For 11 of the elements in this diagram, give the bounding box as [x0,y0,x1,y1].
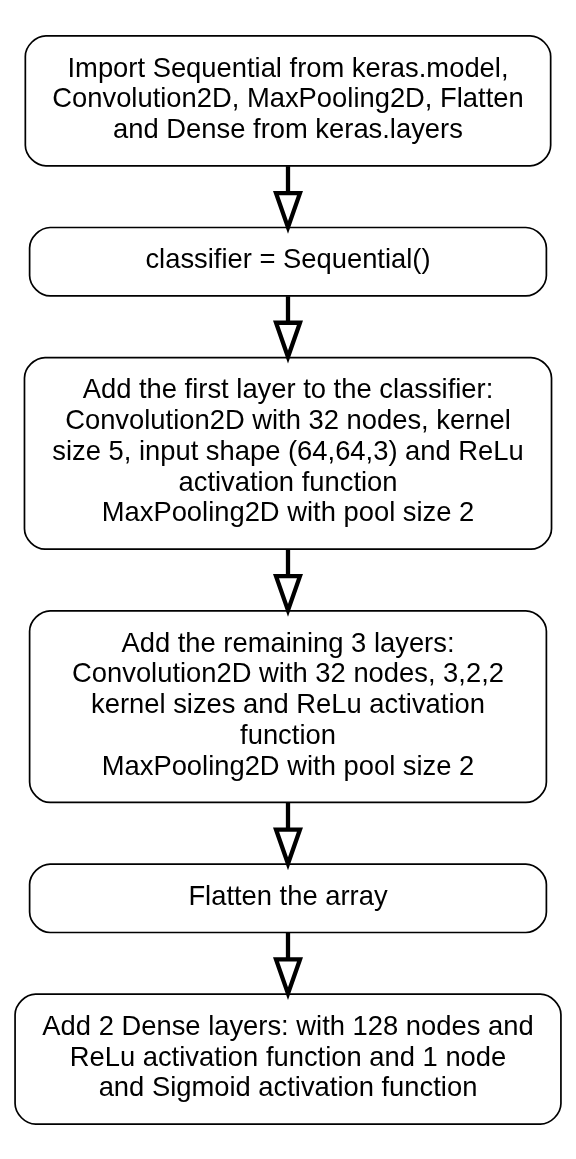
arrow [273,801,303,870]
arrow [273,932,303,1000]
node-box: Flatten the array [28,862,548,933]
node-box: Import Sequential from keras.model, Convolution2D, MaxPooling2D, Flatten and Dense from keras.layers [24,34,552,167]
node-box: classifier = Sequential() [28,226,548,297]
arrow [273,295,303,363]
node-box: Add the first layer to the classifier: Convolution2D with 32 nodes, kernel size 5, input shape (64,64,3) and ReLu activation function MaxPooling2D with pool size 2 [23,356,553,550]
arrow [273,165,303,234]
node-box: Add the remaining 3 layers: Convolution2D with 32 nodes, 3,2,2 kernel sizes and ReLu activation function MaxPooling2D with pool size 2 [28,609,548,803]
node-box: Add 2 Dense layers: with 128 nodes and ReLu activation function and 1 node and Sigmoid activation function [14,992,562,1125]
arrow [273,549,303,617]
